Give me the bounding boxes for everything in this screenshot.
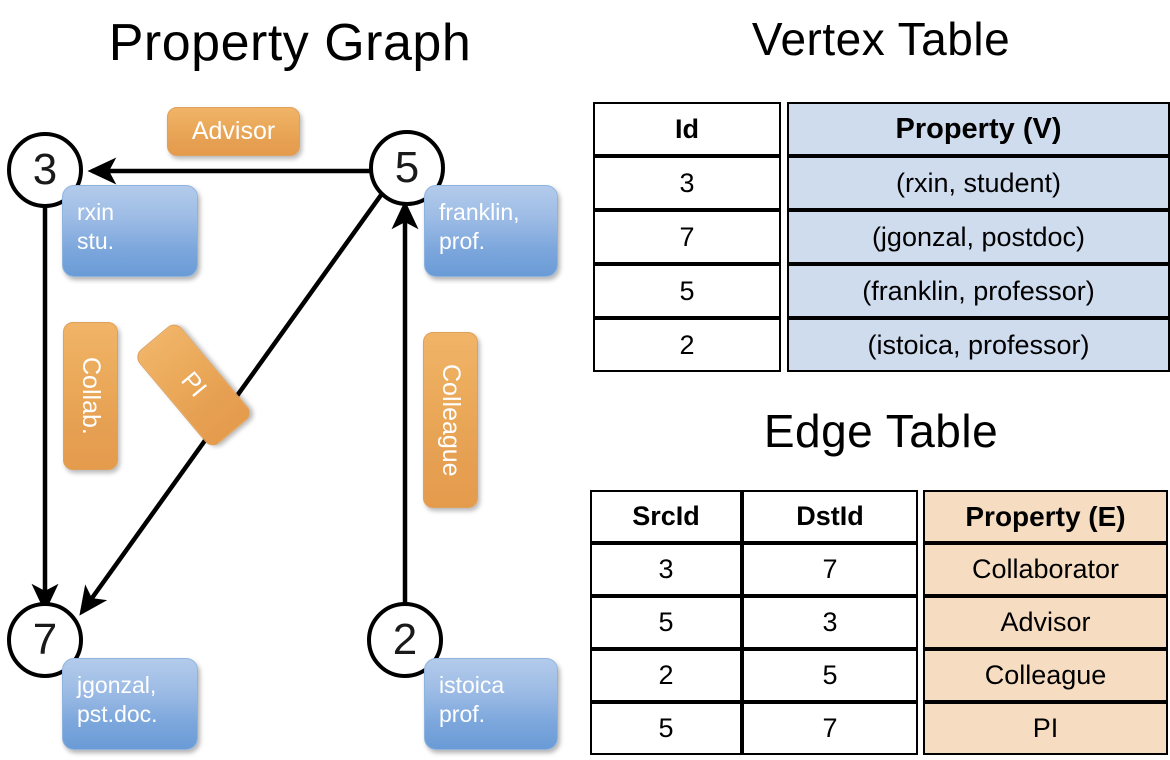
- edge-cell-property: Advisor: [923, 596, 1168, 649]
- vertex-cell-property: (franklin, professor): [787, 264, 1170, 318]
- node-property-line: stu.: [77, 227, 115, 254]
- page-title-vertex-table: Vertex Table: [751, 13, 1011, 65]
- column-gap: [781, 264, 787, 318]
- edge-table-header-dstid: DstId: [742, 490, 918, 543]
- column-gap: [781, 156, 787, 210]
- column-gap: [918, 649, 923, 702]
- edge-cell-srcid: 5: [590, 596, 742, 649]
- node-property-box-2: istoica prof.: [424, 658, 558, 750]
- edge-label-text: Colleague: [437, 363, 465, 477]
- edge-cell-dstid: 3: [742, 596, 918, 649]
- vertex-cell-property: (istoica, professor): [787, 318, 1170, 372]
- table-header-row: Id Property (V): [593, 102, 1170, 156]
- node-property-line: prof.: [439, 700, 486, 727]
- column-gap: [918, 702, 923, 755]
- edge-cell-srcid: 2: [590, 649, 742, 702]
- vertex-cell-id: 3: [593, 156, 781, 210]
- vertex-cell-property: (jgonzal, postdoc): [787, 210, 1170, 264]
- table-row: 5 7 PI: [590, 702, 1168, 755]
- node-property-line: istoica: [439, 672, 505, 698]
- table-row: 3 (rxin, student): [593, 156, 1170, 210]
- node-property-box-5: franklin, prof.: [424, 185, 558, 277]
- edge-label-text: Collab.: [77, 357, 105, 435]
- edge-cell-dstid: 7: [742, 543, 918, 596]
- column-gap: [918, 543, 923, 596]
- table-row: 2 5 Colleague: [590, 649, 1168, 702]
- edge-label-text: Advisor: [191, 117, 276, 145]
- edge-cell-dstid: 5: [742, 649, 918, 702]
- table-header-row: SrcId DstId Property (E): [590, 490, 1168, 543]
- edge-table-header-property: Property (E): [923, 490, 1168, 543]
- edge-cell-dstid: 7: [742, 702, 918, 755]
- edge-cell-property: PI: [923, 702, 1168, 755]
- node-property-box-3: rxin stu.: [62, 185, 198, 277]
- edge-label-collab: Collab.: [63, 322, 118, 470]
- vertex-cell-property: (rxin, student): [787, 156, 1170, 210]
- table-row: 3 7 Collaborator: [590, 543, 1168, 596]
- table-row: 5 (franklin, professor): [593, 264, 1170, 318]
- vertex-table-header-id: Id: [593, 102, 781, 156]
- page-title-property-graph: Property Graph: [108, 14, 472, 72]
- node-property-line: franklin,: [439, 199, 520, 225]
- graph-node-5[interactable]: 5: [369, 130, 445, 206]
- edge-cell-srcid: 3: [590, 543, 742, 596]
- vertex-cell-id: 2: [593, 318, 781, 372]
- edge-cell-property: Colleague: [923, 649, 1168, 702]
- edge-label-colleague: Colleague: [423, 332, 478, 508]
- node-property-line: prof.: [439, 227, 486, 254]
- node-property-box-7: jgonzal, pst.doc.: [62, 658, 198, 750]
- node-property-line: pst.doc.: [77, 700, 158, 727]
- table-row: 5 3 Advisor: [590, 596, 1168, 649]
- property-graph-diagram: 3 5 7 2 rxin stu. franklin, prof. jgonza…: [0, 85, 585, 760]
- column-gap: [781, 102, 787, 156]
- edge-label-advisor: Advisor: [167, 107, 300, 156]
- table-row: 7 (jgonzal, postdoc): [593, 210, 1170, 264]
- page-title-edge-table: Edge Table: [763, 405, 999, 457]
- vertex-table: Id Property (V) 3 (rxin, student) 7 (jgo…: [593, 102, 1170, 372]
- column-gap: [781, 210, 787, 264]
- column-gap: [918, 490, 923, 543]
- edge-table-header-srcid: SrcId: [590, 490, 742, 543]
- column-gap: [781, 318, 787, 372]
- vertex-table-header-property: Property (V): [787, 102, 1170, 156]
- vertex-cell-id: 7: [593, 210, 781, 264]
- edge-table: SrcId DstId Property (E) 3 7 Collaborato…: [590, 490, 1168, 755]
- node-property-line: jgonzal,: [77, 672, 157, 698]
- edge-cell-property: Collaborator: [923, 543, 1168, 596]
- node-property-line: rxin: [77, 199, 115, 225]
- table-row: 2 (istoica, professor): [593, 318, 1170, 372]
- edge-cell-srcid: 5: [590, 702, 742, 755]
- graph-node-3[interactable]: 3: [7, 132, 83, 208]
- column-gap: [918, 596, 923, 649]
- edge-label-text: PI: [175, 366, 213, 403]
- vertex-cell-id: 5: [593, 264, 781, 318]
